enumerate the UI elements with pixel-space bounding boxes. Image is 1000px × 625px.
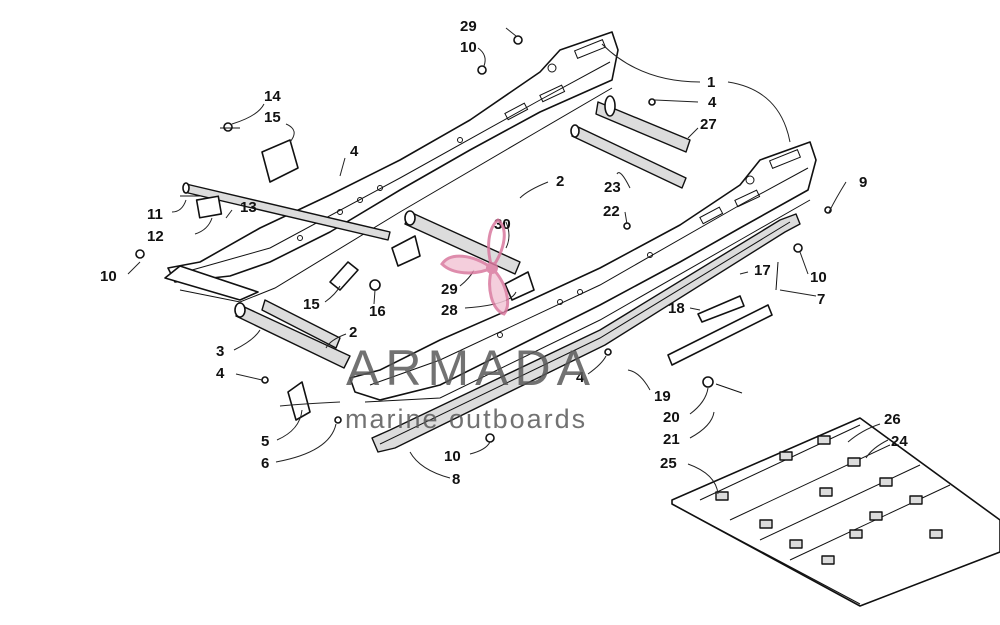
callout-8: 8 xyxy=(452,471,460,488)
callout-29-top: 29 xyxy=(460,18,477,35)
callout-15-top: 15 xyxy=(264,109,281,126)
callout-29-mid: 29 xyxy=(441,281,458,298)
left-side-rail xyxy=(164,31,619,303)
small-parts xyxy=(135,35,832,443)
callout-4-bottom-left: 4 xyxy=(216,365,225,382)
callout-15-bottom: 15 xyxy=(303,296,320,313)
callout-4-left: 4 xyxy=(350,143,359,160)
cross-shafts xyxy=(182,95,691,369)
watermark-brand: ARMADA xyxy=(346,340,596,396)
callout-24: 24 xyxy=(891,433,908,450)
armada-watermark: ARMADA marine outboards xyxy=(345,218,596,434)
callout-10-top: 10 xyxy=(460,39,477,56)
callout-9: 9 xyxy=(859,174,867,191)
callout-23: 23 xyxy=(604,179,621,196)
callout-6: 6 xyxy=(261,455,269,472)
callout-13: 13 xyxy=(240,199,257,216)
callout-7: 7 xyxy=(817,291,825,308)
callout-26: 26 xyxy=(884,411,901,428)
callout-28: 28 xyxy=(441,302,458,319)
callout-27: 27 xyxy=(700,116,717,133)
callout-11: 11 xyxy=(147,206,163,223)
callout-17: 17 xyxy=(754,262,771,279)
propeller-blade-left xyxy=(440,254,496,275)
callout-1: 1 xyxy=(707,74,715,91)
propeller-blade-top xyxy=(487,218,506,272)
callout-10-right: 10 xyxy=(810,269,827,286)
callout-22: 22 xyxy=(603,203,620,220)
watermark-tagline: marine outboards xyxy=(345,404,587,434)
right-side-rail xyxy=(349,141,817,403)
slide-rail xyxy=(371,213,801,453)
callout-10-bottom: 10 xyxy=(444,448,461,465)
callout-10-left: 10 xyxy=(100,268,117,285)
drive-track xyxy=(671,417,1000,607)
callout-25: 25 xyxy=(660,455,677,472)
callout-21: 21 xyxy=(663,431,680,448)
propeller-logo-icon xyxy=(440,218,509,316)
callout-19: 19 xyxy=(654,388,671,405)
callout-2-bottom: 2 xyxy=(349,324,357,341)
leader-lines xyxy=(127,27,889,495)
callout-4-top: 4 xyxy=(708,94,717,111)
callout-2-top: 2 xyxy=(556,173,564,190)
callout-5: 5 xyxy=(261,433,269,450)
callout-14: 14 xyxy=(264,88,281,105)
callout-16: 16 xyxy=(369,303,386,320)
callout-12: 12 xyxy=(147,228,164,245)
callout-20: 20 xyxy=(663,409,680,426)
callout-4-bottom-mid: 4 xyxy=(576,369,585,386)
callout-18: 18 xyxy=(668,300,685,317)
callout-labels: 29 10 1 4 27 14 15 4 2 23 9 11 13 12 22 … xyxy=(100,18,908,488)
callout-3: 3 xyxy=(216,343,224,360)
propeller-blade-right xyxy=(488,265,509,316)
